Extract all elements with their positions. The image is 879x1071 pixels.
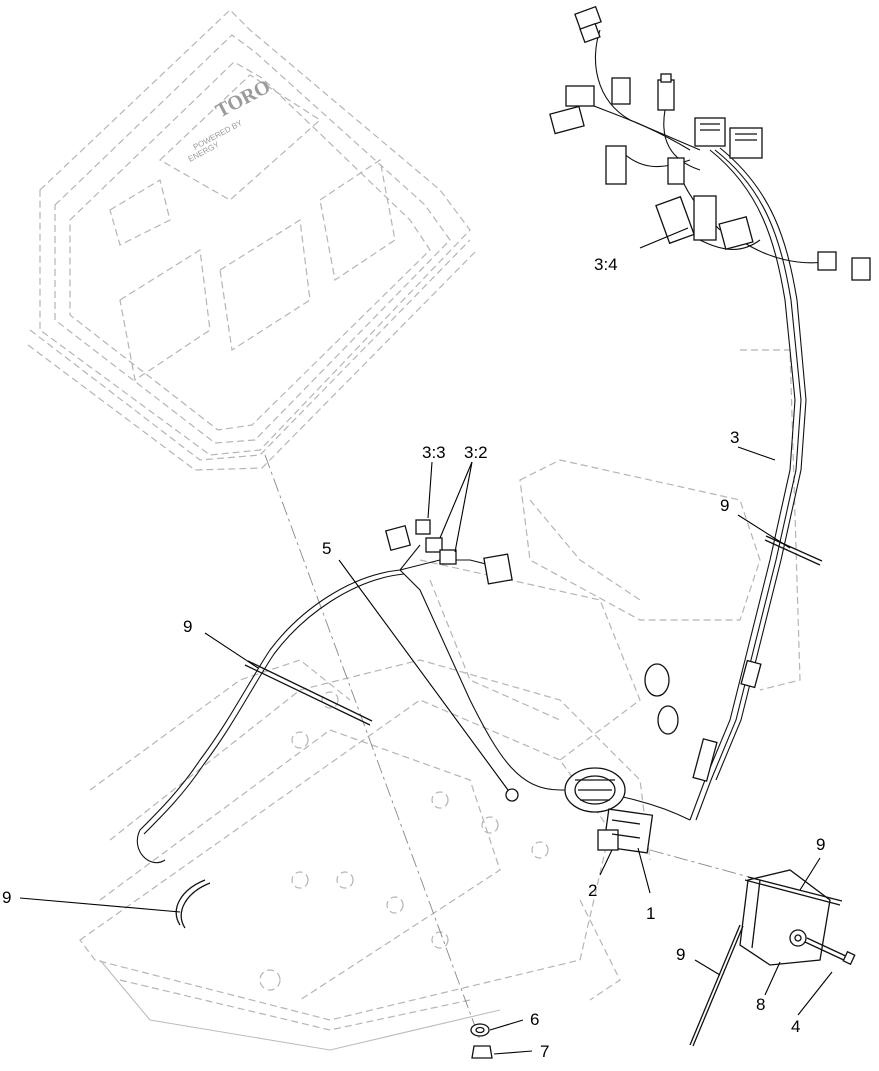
- connector-mid-1: [655, 195, 754, 250]
- toro-logo: TORO POWERED BY ENERGY: [187, 76, 274, 164]
- callouts: 3:4 3 9 3:3 3:2 5 9 9 2 1 9 9 8 4 6 7: [2, 255, 825, 1061]
- screw-part-4: [804, 937, 856, 966]
- bolt-part-7: [471, 1045, 493, 1059]
- callout-9-tie: 9: [676, 945, 685, 964]
- leader-lines: [19, 227, 833, 1055]
- harness-grommets: [644, 659, 762, 782]
- toro-logo-text: TORO: [212, 76, 274, 123]
- grommet-part-5: [505, 788, 519, 802]
- harness-left-connectors: [384, 519, 513, 585]
- connector-top-1: [574, 5, 602, 44]
- callout-4: 4: [791, 1017, 800, 1036]
- callout-9-harness: 9: [720, 496, 729, 515]
- frame-ghost: [79, 349, 801, 1051]
- callout-3: 3: [730, 428, 739, 447]
- switch-bracket-part-8: [739, 869, 831, 966]
- callout-3-4: 3:4: [594, 255, 618, 274]
- cable-ties-part-9: [175, 535, 843, 1047]
- callout-6: 6: [530, 1010, 539, 1029]
- connector-right: [817, 251, 871, 281]
- callout-2: 2: [588, 881, 597, 900]
- callout-7: 7: [540, 1042, 549, 1061]
- callout-9-frame: 9: [2, 888, 11, 907]
- seat-switch-assembly: [564, 767, 654, 854]
- callout-3-2: 3:2: [464, 443, 488, 462]
- callout-9-left: 9: [183, 617, 192, 636]
- seat-cover-ghost: TORO POWERED BY ENERGY: [27, 9, 476, 471]
- callout-5: 5: [322, 539, 331, 558]
- washer-part-6: [470, 1023, 490, 1037]
- connector-top-4: [605, 145, 685, 185]
- alignment-centerlines: [264, 454, 761, 1041]
- callout-8: 8: [756, 995, 765, 1014]
- connector-top-2: [549, 85, 595, 135]
- callout-9-bracket: 9: [816, 835, 825, 854]
- relay-pair: [694, 117, 763, 159]
- harness-top-connectors: [549, 5, 871, 281]
- connector-top-3: [611, 73, 675, 111]
- wire-harness: [136, 29, 826, 864]
- callout-1: 1: [646, 904, 655, 923]
- callout-3-3: 3:3: [422, 443, 446, 462]
